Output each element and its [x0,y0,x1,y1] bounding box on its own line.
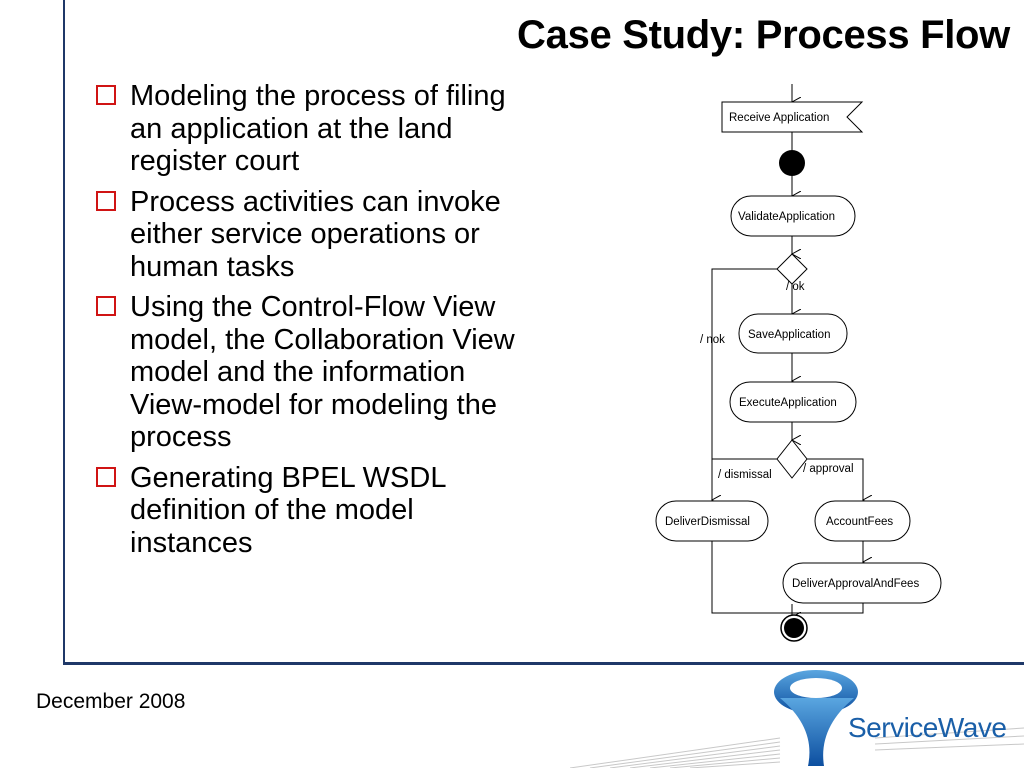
bullet-text: Generating BPEL WSDL definition of the m… [130,461,446,559]
bullet-item: Using the Control-Flow View model, the C… [92,291,522,454]
slide-frame-bottom [63,662,1024,665]
start-node [779,150,805,176]
checkbox-bullet-icon [96,190,116,211]
decision-node [776,253,808,285]
end-node-core [784,618,804,638]
slide-title: Case Study: Process Flow [517,13,1010,57]
account-fees-label: AccountFees [826,516,893,528]
servicewave-logo-text: ServiceWave [848,712,1007,743]
guard-approval-label: / approval [803,463,854,475]
bullet-item: Process activities can invoke either ser… [92,186,522,284]
decision-node [776,439,808,479]
servicewave-logo-mark [570,670,1024,768]
execute-application-label: ExecuteApplication [739,397,837,409]
receive-application-node [721,101,864,133]
deliver-dismissal-label: DeliverDismissal [665,516,750,528]
bullet-text: Modeling the process of filing an applic… [130,80,506,177]
slide-frame-left [63,0,65,664]
footer-date: December 2008 [36,690,186,713]
checkbox-bullet-icon [96,85,116,105]
account-fees-node [814,500,911,542]
guard-nok-label: / nok [700,334,725,346]
save-application-node [738,313,848,354]
checkbox-bullet-icon [96,296,116,316]
execute-application-node [729,381,857,423]
receive-application-label: Receive Application [729,112,829,124]
validate-application-label: ValidateApplication [738,211,835,223]
guard-dismissal-label: / dismissal [718,469,772,481]
bullet-text: Process activities can invoke either ser… [130,185,501,283]
validate-application-node [730,195,856,237]
save-application-label: SaveApplication [748,329,830,341]
deliver-dismissal-node [655,500,769,542]
deliver-approval-node [782,562,942,604]
deliver-approval-label: DeliverApprovalAndFees [792,578,919,590]
bullet-item: Generating BPEL WSDL definition of the m… [92,462,522,560]
checkbox-bullet-icon [96,466,116,487]
guard-ok-label: / ok [786,281,805,293]
bullet-text: Using the Control-Flow View model, the C… [130,291,515,453]
process-flow-diagram: Receive Application ValidateApplication … [655,84,942,642]
bullet-item: Modeling the process of filing an applic… [92,80,522,178]
bullet-list: Modeling the process of filing an applic… [92,80,522,567]
